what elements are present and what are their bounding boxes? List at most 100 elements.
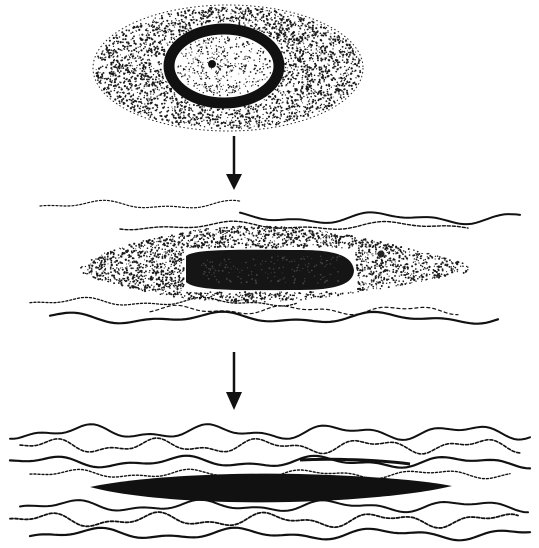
stipple-dot [255,65,257,67]
stipple-dot [230,69,231,70]
stipple-dot [184,99,186,101]
stipple-dot [240,126,241,127]
stipple-dot [119,257,120,258]
stipple-dot [231,120,232,121]
stipple-dot [243,14,245,16]
stipple-dot [372,255,373,256]
stipple-dot [317,42,318,43]
stipple-dot [105,261,106,262]
stipple-dot [302,75,303,76]
stipple-dot [392,269,394,271]
stipple-dot [254,126,255,127]
stipple-dot [252,81,254,83]
stipple-dot [330,233,331,234]
stipple-dot [130,265,132,267]
stipple-dot [286,297,288,299]
stipple-dot [290,91,291,92]
stipple-dot [237,295,238,296]
stipple-dot [156,256,158,258]
stipple-dot [287,102,289,104]
stipple-dot [393,253,394,254]
stipple-dot [247,125,249,127]
stipple-dot [335,242,337,244]
stipple-dot [119,102,121,104]
stipple-dot [174,24,175,25]
stipple-dot [149,270,151,272]
stipple-dot [242,66,244,68]
stipple-dot [248,230,249,231]
stipple-dot [179,233,180,234]
stipple-dot [380,243,381,244]
stipple-dot [115,78,117,80]
stipple-dot [231,86,233,88]
stipple-dot [111,69,112,70]
stipple-dot [184,106,186,108]
stipple-dot [104,256,106,258]
stipple-dot [358,75,360,77]
stipple-dot [322,45,324,47]
stipple-dot [231,21,232,22]
stipple-dot [150,96,151,97]
stipple-dot [99,260,100,261]
stipple-dot [337,83,339,85]
stipple-dot [284,295,286,297]
stipple-dot [239,300,240,301]
stipple-dot [333,242,334,243]
stipple-dot [125,70,126,71]
stipple-dot [155,22,157,24]
stipple-dot [213,124,214,125]
stipple-dot [155,85,156,86]
stipple-dot [297,110,298,111]
stipple-dot [154,238,156,240]
stipple-dot [155,88,156,89]
stipple-dot [297,75,299,77]
stipple-dot [198,113,200,115]
stipple-dot [112,72,114,74]
stipple-dot [395,264,396,265]
stipple-dot [313,33,314,34]
stipple-dot [313,41,314,42]
stipple-dot [118,254,120,256]
stipple-dot [157,241,159,243]
stipple-dot [353,54,355,56]
stipple-dot [144,85,146,87]
stipple-dot [309,239,310,240]
stipple-dot [264,241,265,242]
stipple-dot [306,235,307,236]
stipple-dot [180,262,182,264]
nucleolus [208,60,216,68]
stipple-dot [364,269,365,270]
stipple-dot [208,86,210,88]
stipple-dot [307,115,309,117]
stipple-dot [121,31,123,33]
stipple-dot [125,95,127,97]
stipple-dot [114,72,115,73]
stipple-dot [293,33,294,34]
stipple-dot [169,252,170,253]
stipple-dot [114,270,116,272]
stipple-dot [106,47,108,49]
stipple-dot [146,50,147,51]
stipple-dot [274,14,275,15]
stipple-dot [335,235,337,237]
stipple-dot [193,58,194,59]
stipple-dot [215,16,217,18]
stipple-dot [317,57,319,59]
stipple-dot [244,11,246,13]
stipple-dot [201,242,203,244]
stipple-dot [332,238,333,239]
stipple-dot [345,48,346,49]
stipple-dot [218,21,219,22]
stipple-dot [288,27,289,28]
stipple-dot [327,75,329,77]
stipple-dot [349,67,350,68]
stipple-dot [268,123,270,125]
stipple-dot [213,298,214,299]
stipple-dot [310,67,312,69]
stipple-dot [189,27,191,29]
stipple-dot [277,40,278,41]
stipple-dot [183,111,185,113]
stipple-dot [101,59,103,61]
stipple-dot [154,92,155,93]
stipple-dot [224,63,225,64]
